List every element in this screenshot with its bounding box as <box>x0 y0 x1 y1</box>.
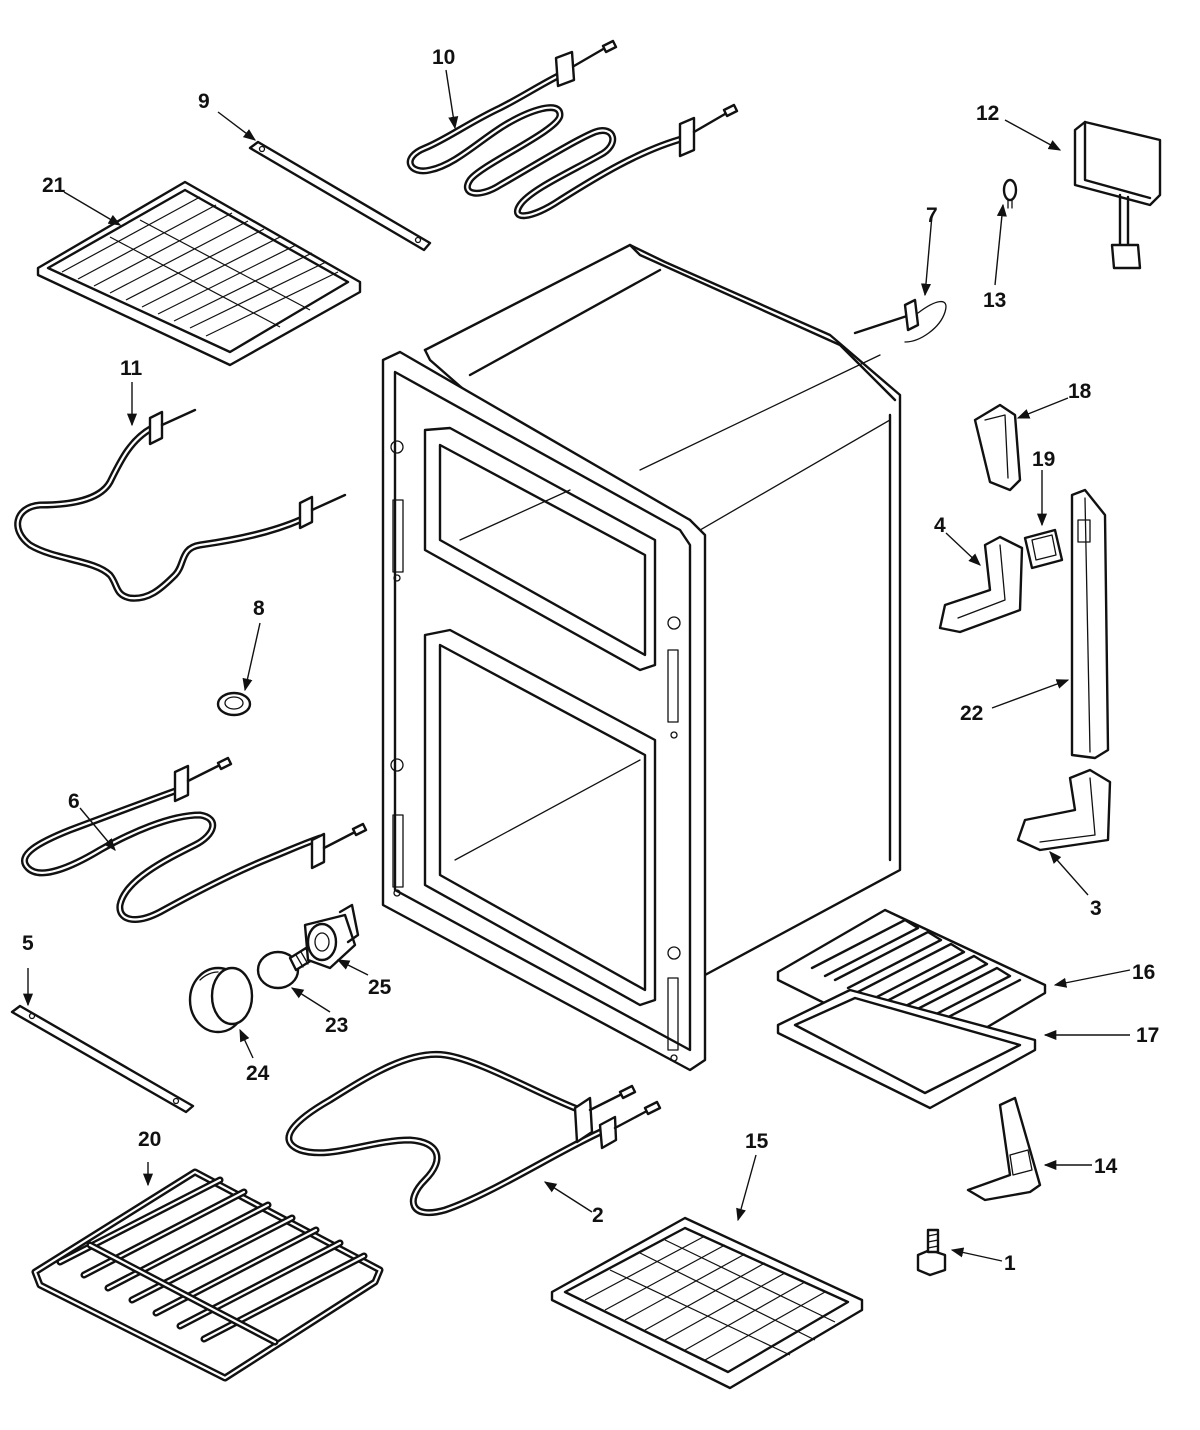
part-16-broiler-pan-grid <box>776 908 1047 1060</box>
callout-5: 5 <box>22 932 34 955</box>
part-6-heating-element <box>21 756 368 923</box>
callout-10: 10 <box>432 46 455 69</box>
part-24-light-lens-cover <box>188 966 254 1034</box>
part-5-mounting-strip <box>10 1004 195 1114</box>
callout-19: 19 <box>1032 448 1055 471</box>
callout-12: 12 <box>976 102 999 125</box>
callout-8: 8 <box>253 597 265 620</box>
part-9-mounting-strip <box>248 140 432 252</box>
callout-2: 2 <box>592 1204 604 1227</box>
callout-18: 18 <box>1068 380 1092 403</box>
part-10-broil-element <box>406 39 739 220</box>
callout-25: 25 <box>368 976 392 999</box>
part-22-vent-channel <box>1070 488 1110 760</box>
part-13-lamp <box>1002 178 1018 209</box>
callout-14: 14 <box>1094 1155 1118 1178</box>
callout-15: 15 <box>745 1130 769 1153</box>
callout-16: 16 <box>1132 961 1155 984</box>
part-12-control-module <box>1073 120 1162 270</box>
part-4-air-duct <box>938 535 1024 634</box>
part-18-light-housing <box>973 403 1022 492</box>
part-17-broiler-pan <box>776 988 1037 1110</box>
callout-4: 4 <box>934 514 946 537</box>
part-2-bake-element <box>285 1050 662 1217</box>
part-19-gasket <box>1023 528 1064 570</box>
part-8-grommet <box>216 691 252 717</box>
part-11-bake-element-upper <box>14 408 347 602</box>
callout-labels: 1 2 3 4 5 6 7 8 9 10 11 12 13 14 15 16 1… <box>22 46 1159 1275</box>
callout-11: 11 <box>120 357 143 380</box>
callout-22: 22 <box>960 702 983 725</box>
callout-1: 1 <box>1004 1252 1016 1275</box>
callout-21: 21 <box>42 174 66 197</box>
callout-7: 7 <box>926 204 938 227</box>
callout-13: 13 <box>983 289 1006 312</box>
part-20-oven-rack-lower <box>31 1168 384 1382</box>
part-1-leveling-leg <box>916 1228 947 1277</box>
callout-6: 6 <box>68 790 80 813</box>
part-7-oven-sensor <box>853 298 947 343</box>
part-15-wire-shelf <box>550 1216 864 1390</box>
callout-24: 24 <box>246 1062 270 1085</box>
part-23-light-bulb <box>256 946 314 990</box>
part-14-anti-tip-bracket <box>966 1096 1042 1202</box>
callout-23: 23 <box>325 1014 348 1037</box>
oven-cavity <box>381 243 902 1072</box>
part-21-oven-rack-upper <box>36 180 362 367</box>
callout-20: 20 <box>138 1128 161 1151</box>
callout-9: 9 <box>198 90 210 113</box>
callout-17: 17 <box>1136 1024 1159 1047</box>
leader-lines <box>22 69 1131 1262</box>
part-25-light-socket <box>303 903 360 970</box>
part-3-air-duct <box>1016 768 1112 852</box>
callout-3: 3 <box>1090 897 1102 920</box>
